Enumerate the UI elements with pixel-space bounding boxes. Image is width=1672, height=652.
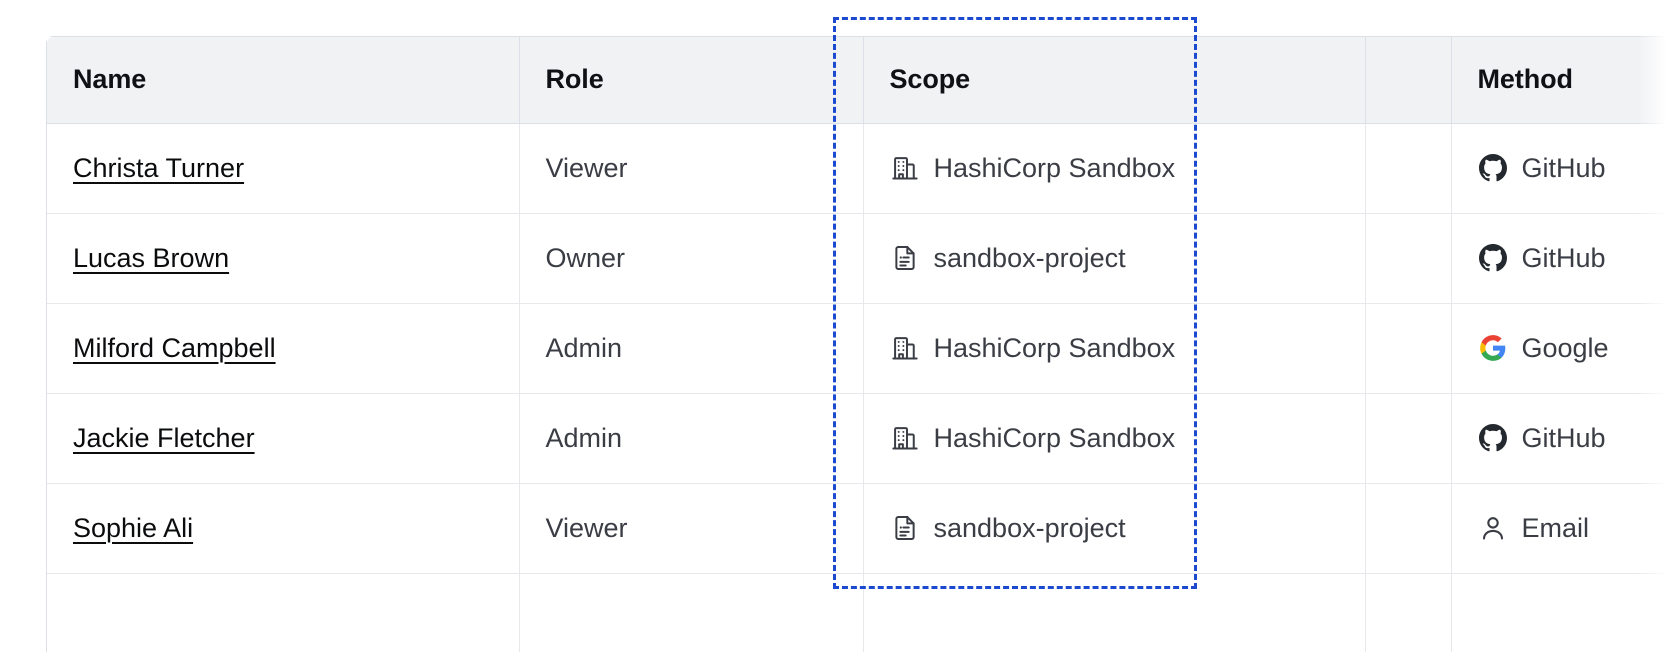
cell-method-label: GitHub	[1521, 422, 1606, 453]
cell-blank	[1365, 483, 1452, 574]
cell-method: GitHub	[1451, 393, 1672, 484]
column-header-method[interactable]: Method	[1451, 37, 1672, 124]
organization-building-icon	[890, 423, 920, 453]
user-person-icon	[1478, 513, 1508, 543]
cell-role: Admin	[519, 393, 864, 484]
cell-method-content: Google	[1478, 333, 1672, 363]
cell-method-content: GitHub	[1478, 153, 1672, 183]
cell-method-label: Email	[1521, 512, 1590, 543]
cell-method-label: GitHub	[1521, 242, 1606, 273]
table-row: Sophie Ali Viewer sandbox-project Email	[47, 483, 1672, 574]
cell-method-label: GitHub	[1521, 152, 1606, 183]
cell-method: Google	[1451, 303, 1672, 394]
cell-scope: HashiCorp Sandbox	[863, 303, 1366, 394]
github-icon	[1478, 153, 1508, 183]
cell-method-content: Email	[1478, 513, 1672, 543]
table-row	[47, 573, 1672, 652]
table-header-row: Name Role Scope Method	[47, 37, 1672, 124]
cell-name: Sophie Ali	[47, 483, 520, 574]
cell-name: Milford Campbell	[47, 303, 520, 394]
cell-blank	[1365, 213, 1452, 304]
table-row: Milford Campbell Admin HashiCorp Sandbox Go…	[47, 303, 1672, 394]
cell-scope: HashiCorp Sandbox	[863, 123, 1366, 214]
column-header-scope[interactable]: Scope	[863, 37, 1366, 124]
cell-scope: sandbox-project	[863, 213, 1366, 304]
cell-role: Admin	[519, 303, 864, 394]
member-name-link[interactable]: Sophie Ali	[73, 512, 194, 543]
cell-method-content	[1478, 603, 1672, 633]
table-row: Jackie Fletcher Admin HashiCorp Sandbox Git…	[47, 393, 1672, 484]
cell-scope-label: HashiCorp Sandbox	[933, 422, 1176, 453]
member-name-link[interactable]: Milford Campbell	[73, 332, 276, 363]
cell-method: Email	[1451, 483, 1672, 574]
cell-name	[47, 573, 520, 652]
cell-scope-content	[890, 603, 1339, 633]
table-row: Lucas Brown Owner sandbox-project GitHub	[47, 213, 1672, 304]
empty-icon	[1478, 603, 1508, 633]
empty-icon	[890, 603, 920, 633]
cell-scope: HashiCorp Sandbox	[863, 393, 1366, 484]
cell-blank	[1365, 303, 1452, 394]
cell-scope-label: HashiCorp Sandbox	[933, 152, 1176, 183]
column-header-name[interactable]: Name	[47, 37, 520, 124]
cell-method-content: GitHub	[1478, 423, 1672, 453]
cell-name: Christa Turner	[47, 123, 520, 214]
cell-blank	[1365, 123, 1452, 214]
google-icon	[1478, 333, 1508, 363]
github-icon	[1478, 243, 1508, 273]
member-name-link[interactable]: Christa Turner	[73, 152, 245, 183]
cell-method: GitHub	[1451, 213, 1672, 304]
cell-role: Viewer	[519, 483, 864, 574]
table-header: Name Role Scope Method	[47, 37, 1672, 124]
cell-scope-content: HashiCorp Sandbox	[890, 423, 1339, 453]
cell-scope	[863, 573, 1366, 652]
member-name-link[interactable]: Jackie Fletcher	[73, 422, 255, 453]
cell-blank	[1365, 573, 1452, 652]
github-icon	[1478, 423, 1508, 453]
column-header-role[interactable]: Role	[519, 37, 864, 124]
cell-blank	[1365, 393, 1452, 484]
cell-role: Viewer	[519, 123, 864, 214]
cell-scope-label: HashiCorp Sandbox	[933, 332, 1176, 363]
cell-role	[519, 573, 864, 652]
cell-method	[1451, 573, 1672, 652]
column-header-blank	[1365, 37, 1452, 124]
cell-scope-content: HashiCorp Sandbox	[890, 153, 1339, 183]
cell-scope-label: sandbox-project	[933, 512, 1126, 543]
cell-role: Owner	[519, 213, 864, 304]
project-document-icon	[890, 513, 920, 543]
cell-scope-content: HashiCorp Sandbox	[890, 333, 1339, 363]
cell-scope-label: sandbox-project	[933, 242, 1126, 273]
cell-name: Jackie Fletcher	[47, 393, 520, 484]
member-name-link[interactable]: Lucas Brown	[73, 242, 230, 273]
project-document-icon	[890, 243, 920, 273]
cell-scope: sandbox-project	[863, 483, 1366, 574]
cell-scope-content: sandbox-project	[890, 243, 1339, 273]
organization-building-icon	[890, 333, 920, 363]
organization-building-icon	[890, 153, 920, 183]
cell-scope-content: sandbox-project	[890, 513, 1339, 543]
cell-name: Lucas Brown	[47, 213, 520, 304]
cell-method-content: GitHub	[1478, 243, 1672, 273]
cell-method: GitHub	[1451, 123, 1672, 214]
table-row: Christa Turner Viewer HashiCorp Sandbox Git…	[47, 123, 1672, 214]
cell-method-label: Google	[1521, 332, 1609, 363]
